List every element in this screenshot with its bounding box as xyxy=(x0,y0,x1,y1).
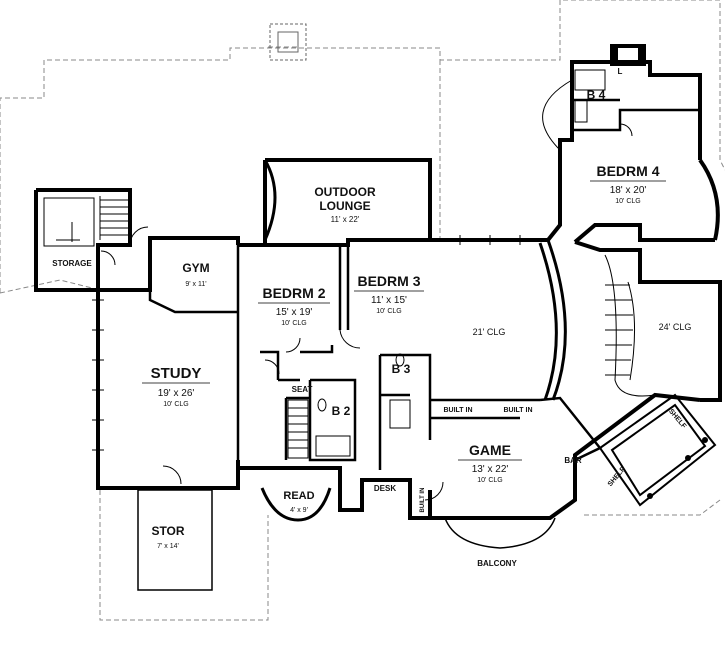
balcony-rail xyxy=(444,517,556,549)
door-swings xyxy=(100,123,633,501)
b3-name: B 3 xyxy=(392,362,411,376)
bedrm3-name: BEDRM 3 xyxy=(357,273,420,289)
read-size: 4' x 9' xyxy=(290,507,308,514)
outdoor-lounge-name-1: OUTDOOR xyxy=(314,185,376,199)
bedrm2-size: 15' x 19' xyxy=(276,307,313,318)
bedrm3-size: 11' x 15' xyxy=(371,295,407,306)
game-ceiling: 10' CLG xyxy=(477,477,502,484)
gym-size: 9' x 11' xyxy=(185,281,206,288)
built-in-label-1: BUILT IN xyxy=(443,407,472,414)
closet-l-label: L xyxy=(618,67,623,76)
bedrm2-name: BEDRM 2 xyxy=(262,285,325,301)
bedrm2-ceiling: 10' CLG xyxy=(281,320,306,327)
b4-name: B 4 xyxy=(587,88,606,102)
chimney-symbol xyxy=(269,23,307,61)
outdoor-lounge-size: 11' x 22' xyxy=(331,215,360,224)
shelf-room xyxy=(598,393,717,507)
b2-name: B 2 xyxy=(332,404,351,418)
read-name: READ xyxy=(283,490,314,502)
seat-label: SEAT xyxy=(292,385,313,394)
bedrm4-size: 18' x 20' xyxy=(610,185,647,196)
outdoor-lounge-arc xyxy=(263,159,277,241)
bar-label: BAR xyxy=(564,456,582,465)
built-in-label-3: BUILT IN xyxy=(420,488,426,513)
bedrm4-name: BEDRM 4 xyxy=(596,163,659,179)
storage-fixture xyxy=(43,197,95,247)
curved-hall-wall xyxy=(538,239,567,401)
balcony-label: BALCONY xyxy=(477,559,517,568)
stor-size: 7' x 14' xyxy=(157,543,179,550)
outdoor-lounge-name-2: LOUNGE xyxy=(319,199,370,213)
desk-label: DESK xyxy=(374,484,396,493)
roof-outline xyxy=(0,0,725,621)
read-bay xyxy=(260,487,332,522)
study-ceiling: 10' CLG xyxy=(163,401,188,408)
bath-fixtures xyxy=(315,69,606,457)
game-name: GAME xyxy=(469,442,511,458)
fireplace-block xyxy=(610,44,646,66)
shelf-label-2: SHELF xyxy=(607,465,628,488)
stair-storage xyxy=(99,196,128,240)
stair-right xyxy=(604,254,656,397)
stor-box xyxy=(137,489,213,591)
game-size: 13' x 22' xyxy=(472,464,509,475)
interior-walls xyxy=(148,98,700,470)
hall-ceiling: 21' CLG xyxy=(473,327,506,337)
shelf-dots xyxy=(647,437,708,499)
storage-name: STORAGE xyxy=(52,259,92,268)
built-in-label-2: BUILT IN xyxy=(503,407,532,414)
stair-hall-ceiling: 24' CLG xyxy=(659,322,692,332)
stair-center xyxy=(287,399,309,459)
bedrm4-arc xyxy=(542,79,573,151)
bedrm3-ceiling: 10' CLG xyxy=(376,308,401,315)
gym-name: GYM xyxy=(182,261,209,275)
bedrm4-ceiling: 10' CLG xyxy=(615,198,640,205)
exterior-walls xyxy=(34,60,722,520)
stor-name: STOR xyxy=(151,524,184,538)
study-size: 19' x 26' xyxy=(158,388,195,399)
study-name: STUDY xyxy=(151,365,202,382)
window-marks xyxy=(92,235,521,451)
